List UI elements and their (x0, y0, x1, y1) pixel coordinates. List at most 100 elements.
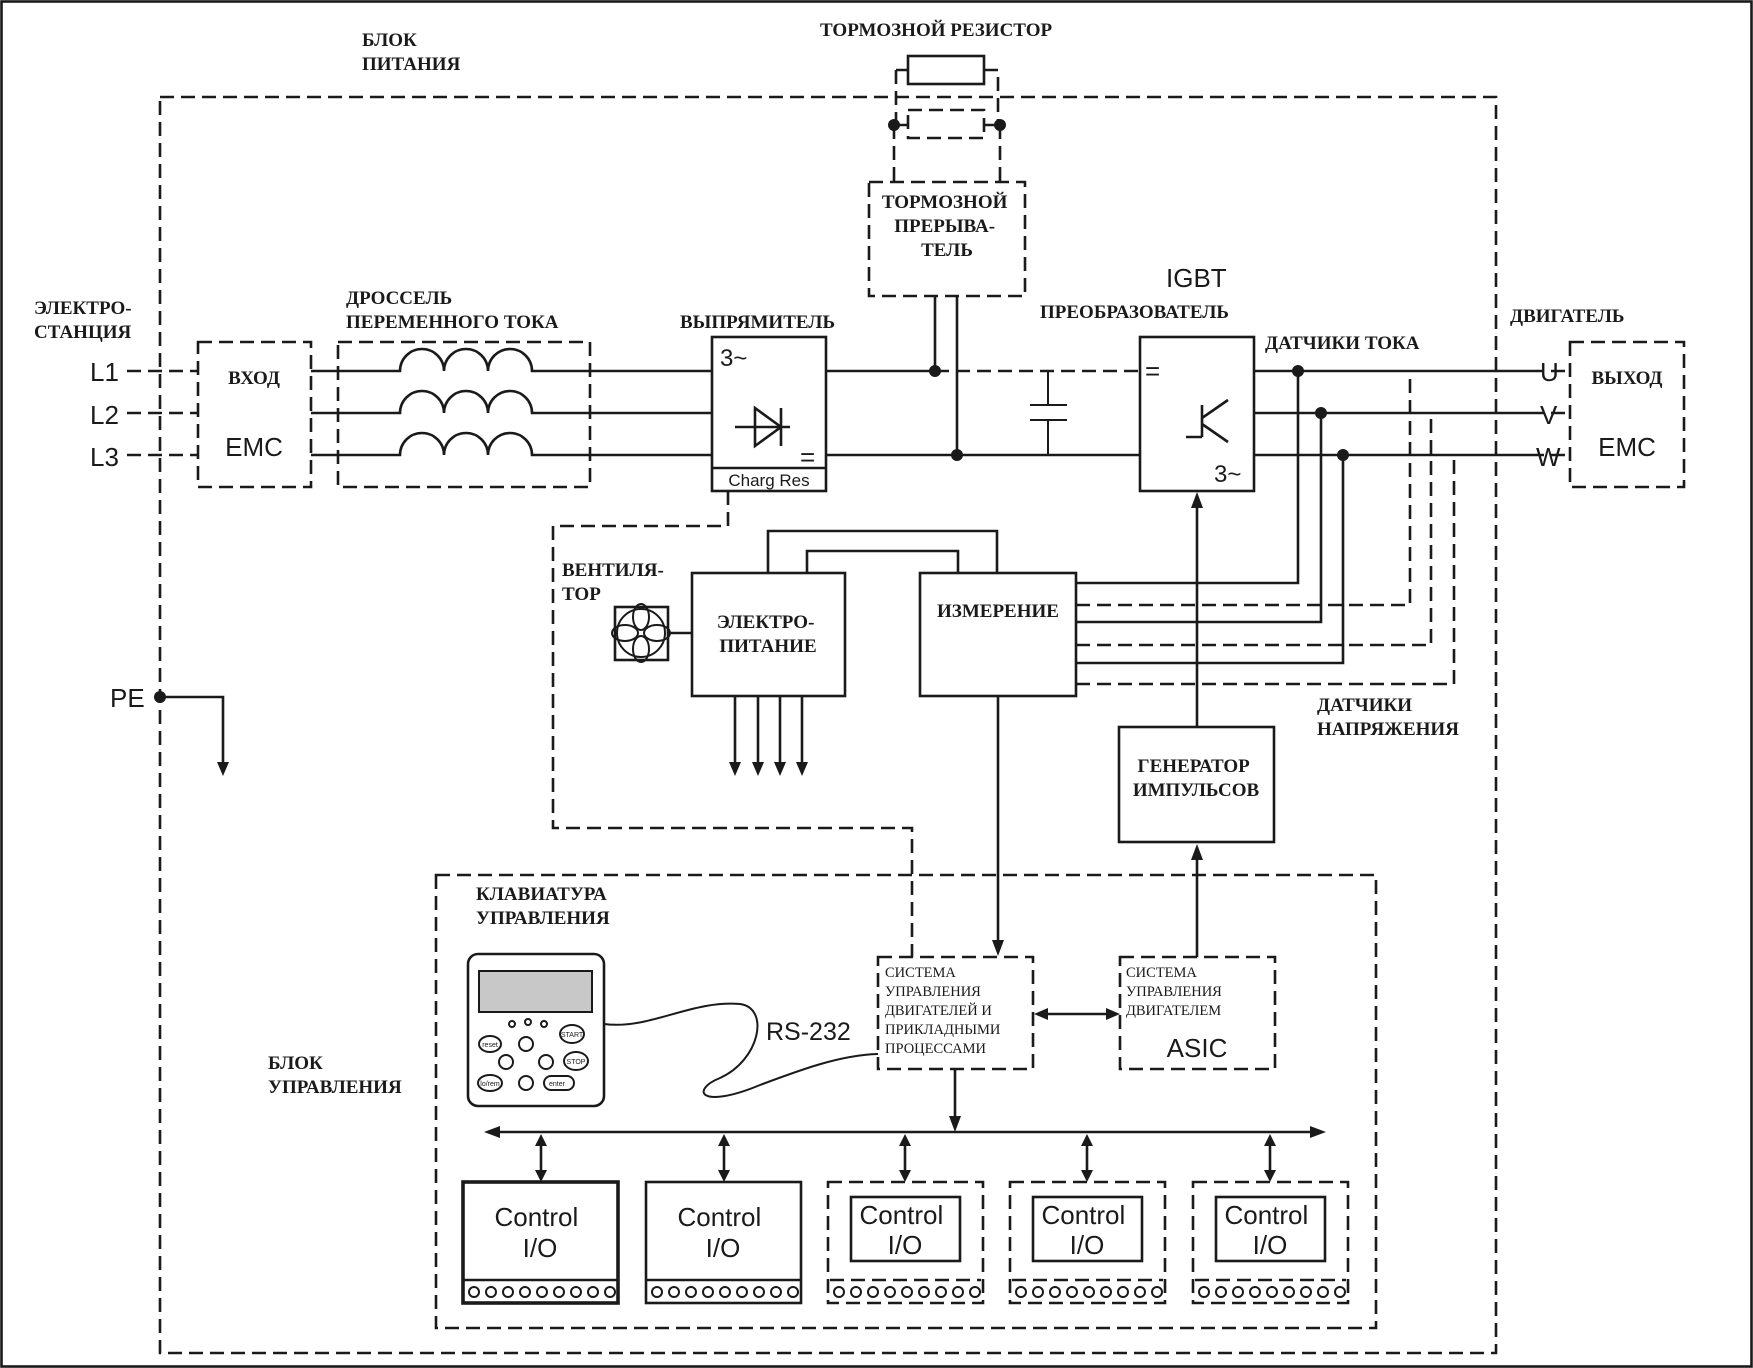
svg-text:reset: reset (482, 1042, 498, 1049)
choke-coil-l3 (311, 431, 712, 457)
app-control-label: СИСТЕМА УПРАВЛЕНИЯ ДВИГАТЕЛЕЙ И ПРИКЛАДН… (885, 965, 1004, 1057)
control-io-board-2: Control I/O (644, 1180, 803, 1305)
keypad-down-key (518, 1075, 534, 1091)
measurement-arrow (992, 940, 1004, 956)
keypad-enter-key (543, 1075, 575, 1091)
control-to-bus-arrow (949, 1116, 961, 1132)
choke-coil-l1 (311, 347, 712, 373)
l3-label: L3 (90, 442, 119, 472)
keypad-led-2 (524, 1018, 532, 1026)
l2-label: L2 (90, 400, 119, 430)
output-emc-box (1568, 340, 1686, 489)
output-label: ВЫХОД (1592, 368, 1663, 389)
keypad-reset-key (478, 1035, 502, 1053)
svg-text:Control I/O: Control I/O (677, 1202, 768, 1263)
dc-bus-lines (826, 369, 1140, 457)
diode-icon (735, 405, 790, 449)
pe-label: PE (110, 683, 145, 713)
power-block-label: БЛОК ПИТАНИЯ (362, 30, 461, 75)
keypad-stop-key (563, 1051, 589, 1071)
choke-coil-l2 (311, 389, 712, 415)
power-block-border (158, 95, 1498, 1355)
asic-label: ASIC (1167, 1033, 1228, 1063)
svg-text:lo/rem: lo/rem (480, 1081, 500, 1088)
asic-to-pulse-arrow (1191, 844, 1203, 860)
pulse-generator-box (1117, 725, 1276, 844)
motor-control-label: СИСТЕМА УПРАВЛЕНИЯ ДВИГАТЕЛЕМ (1126, 965, 1225, 1019)
brake-resistor-internal (906, 108, 986, 140)
pe-line (160, 695, 225, 770)
control-io-board-1: Control I/O (461, 1180, 620, 1305)
brake-chopper-box (867, 180, 1027, 298)
power-station-label: ЭЛЕКТРО- СТАНЦИЯ (34, 298, 136, 343)
converter-label: ПРЕОБРАЗОВАТЕЛЬ (1040, 302, 1229, 323)
supply-measure-links (766, 529, 999, 573)
brake-chopper-leads (933, 296, 959, 455)
u-label: U (1540, 357, 1559, 387)
brake-resistor-drops (892, 125, 1002, 182)
w-label: W (1536, 442, 1561, 472)
rs232-cable (603, 1002, 879, 1098)
rs232-label: RS-232 (766, 1018, 851, 1046)
input-emc-label: EMC (225, 432, 283, 462)
svg-text:Control I/O: Control I/O (494, 1202, 585, 1263)
motor-control-box (1118, 955, 1277, 1071)
output-emc-label: EMC (1598, 432, 1656, 462)
pulse-generator-label: ГЕНЕРАТОР ИМПУЛЬСОВ (1133, 756, 1260, 801)
current-sensors-label: ДАТЧИКИ ТОКА (1265, 333, 1420, 354)
rectifier-3phase: 3~ (720, 345, 747, 372)
capacitor-icon (1030, 371, 1067, 455)
fan-icon (611, 603, 671, 663)
choke-box (336, 340, 592, 489)
input-label: ВХОД (228, 368, 280, 389)
keypad-label: КЛАВИАТУРА УПРАВЛЕНИЯ (476, 884, 611, 929)
control-io-board-5: Control I/O (1191, 1180, 1350, 1305)
mains-input-lines (127, 369, 198, 457)
igbt-3phase: 3~ (1214, 461, 1241, 488)
rectifier-box (710, 335, 828, 493)
brake-resistor-wiring (894, 68, 1000, 127)
charge-control-dashed-link (551, 491, 914, 957)
power-supply-label: ЭЛЕКТРО- ПИТАНИЕ (717, 612, 819, 657)
power-supply-box (690, 571, 847, 698)
measurement-label: ИЗМЕРЕНИЕ (937, 601, 1059, 622)
svg-text:enter: enter (549, 1081, 566, 1088)
igbt-dc-symbol: = (1145, 356, 1160, 386)
motor-label: ДВИГАТЕЛЬ (1510, 306, 1624, 327)
io-taps (535, 1134, 1276, 1182)
keypad-up-key (518, 1036, 534, 1052)
fan-label: ВЕНТИЛЯ- ТОР (562, 560, 669, 605)
output-phase-dashed (1530, 369, 1570, 457)
l1-label: L1 (90, 357, 119, 387)
keypad-led-3 (540, 1020, 548, 1028)
pulse-to-igbt-arrow (1191, 492, 1203, 508)
voltage-sensors-label: ДАТЧИКИ НАПРЯЖЕНИЯ (1317, 695, 1459, 740)
control-block-border (434, 873, 1378, 1330)
keypad-locrem-key (477, 1074, 503, 1092)
control-io-board-4: Control I/O (1008, 1180, 1167, 1305)
svg-text:START: START (561, 1032, 584, 1039)
brake-resistor-label: ТОРМОЗНОЙ РЕЗИСТОР (820, 19, 1053, 41)
pe-arrow (217, 762, 229, 776)
keypad-display (478, 970, 593, 1013)
dc-node-minus (951, 449, 963, 461)
measurement-box (918, 571, 1078, 698)
input-emc-box (196, 340, 313, 489)
rectifier-dc-symbol: = (800, 442, 815, 472)
app-control-box (876, 955, 1035, 1071)
svg-text:STOP: STOP (567, 1059, 586, 1066)
power-supply-outputs (729, 696, 808, 776)
output-phase-lines (1254, 369, 1530, 457)
control-io-board-3: Control I/O (826, 1180, 985, 1305)
keypad-led-1 (508, 1020, 516, 1028)
dc-node-plus (929, 365, 941, 377)
charge-res-label: Charg Res (728, 471, 809, 490)
control-block-label: БЛОК УПРАВЛЕНИЯ (268, 1053, 402, 1098)
keypad-left-key (498, 1054, 514, 1070)
svg-text:Control I/O: Control I/O (859, 1200, 950, 1260)
igbt-label: IGBT (1166, 263, 1227, 293)
rectifier-label: ВЫПРЯМИТЕЛЬ (680, 312, 835, 333)
